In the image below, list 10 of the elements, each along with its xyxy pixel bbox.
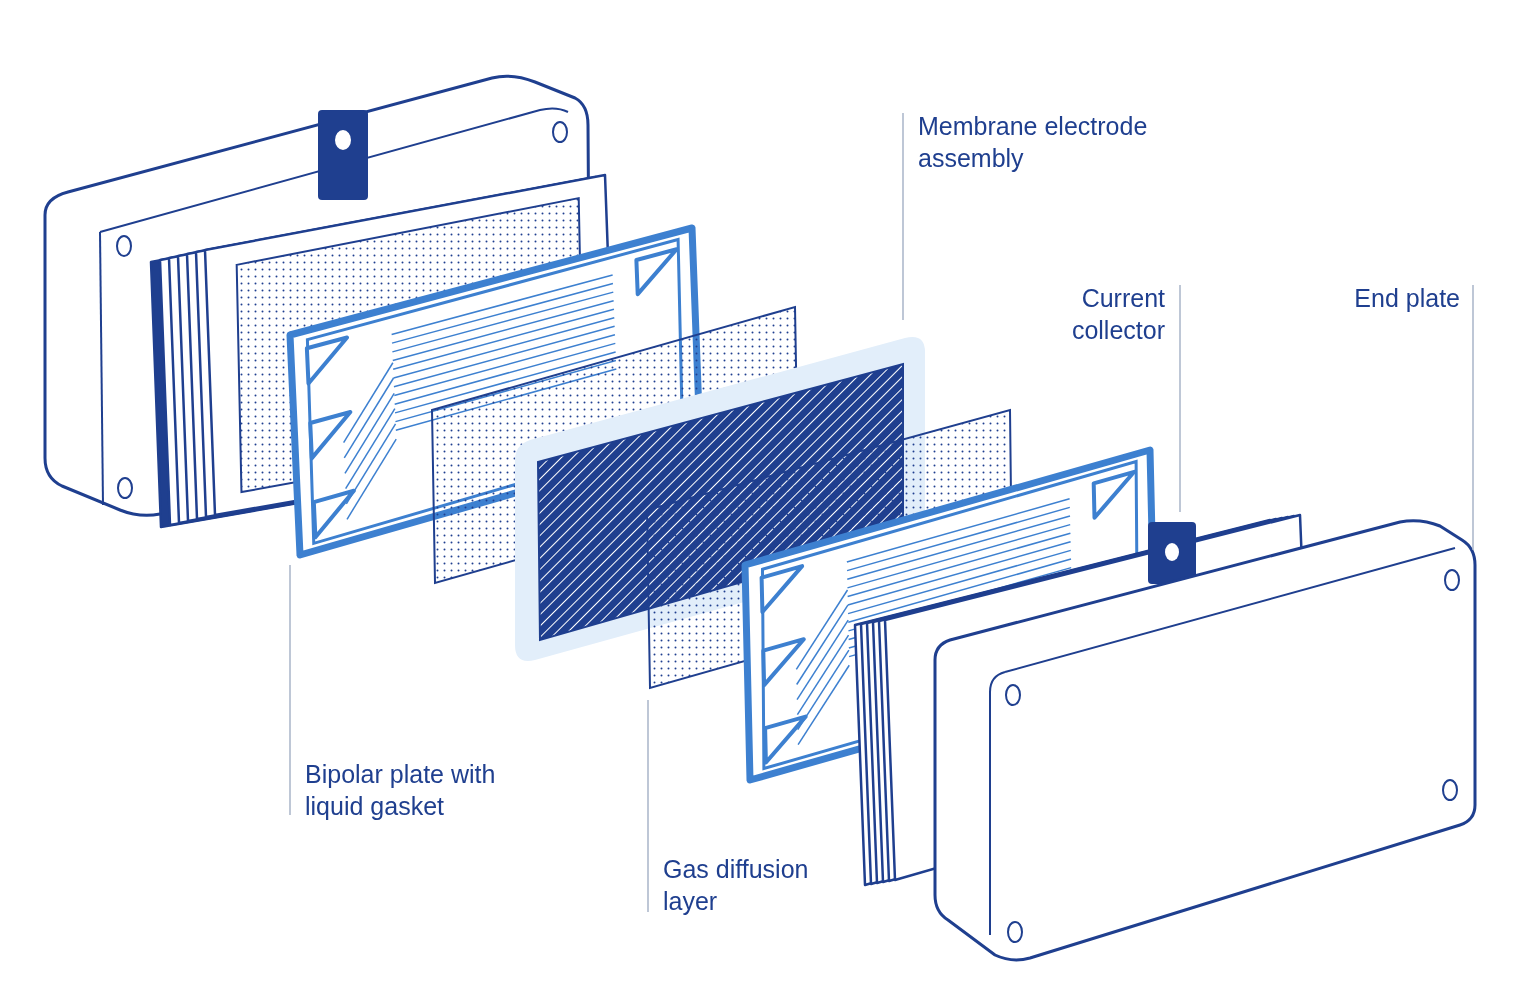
callout-label: Membrane electrode assembly xyxy=(903,110,1203,174)
leader-line xyxy=(289,564,291,816)
leader-line xyxy=(902,112,904,321)
callout-label: Bipolar plate with liquid gasket xyxy=(290,758,560,822)
leader-line xyxy=(647,699,649,913)
callout-label: Current collector xyxy=(1030,282,1180,346)
callout-label: Gas diffusion layer xyxy=(648,853,858,917)
leader-line xyxy=(1472,284,1474,551)
leader-line xyxy=(1179,284,1181,513)
callout-label: End plate xyxy=(1300,282,1473,314)
